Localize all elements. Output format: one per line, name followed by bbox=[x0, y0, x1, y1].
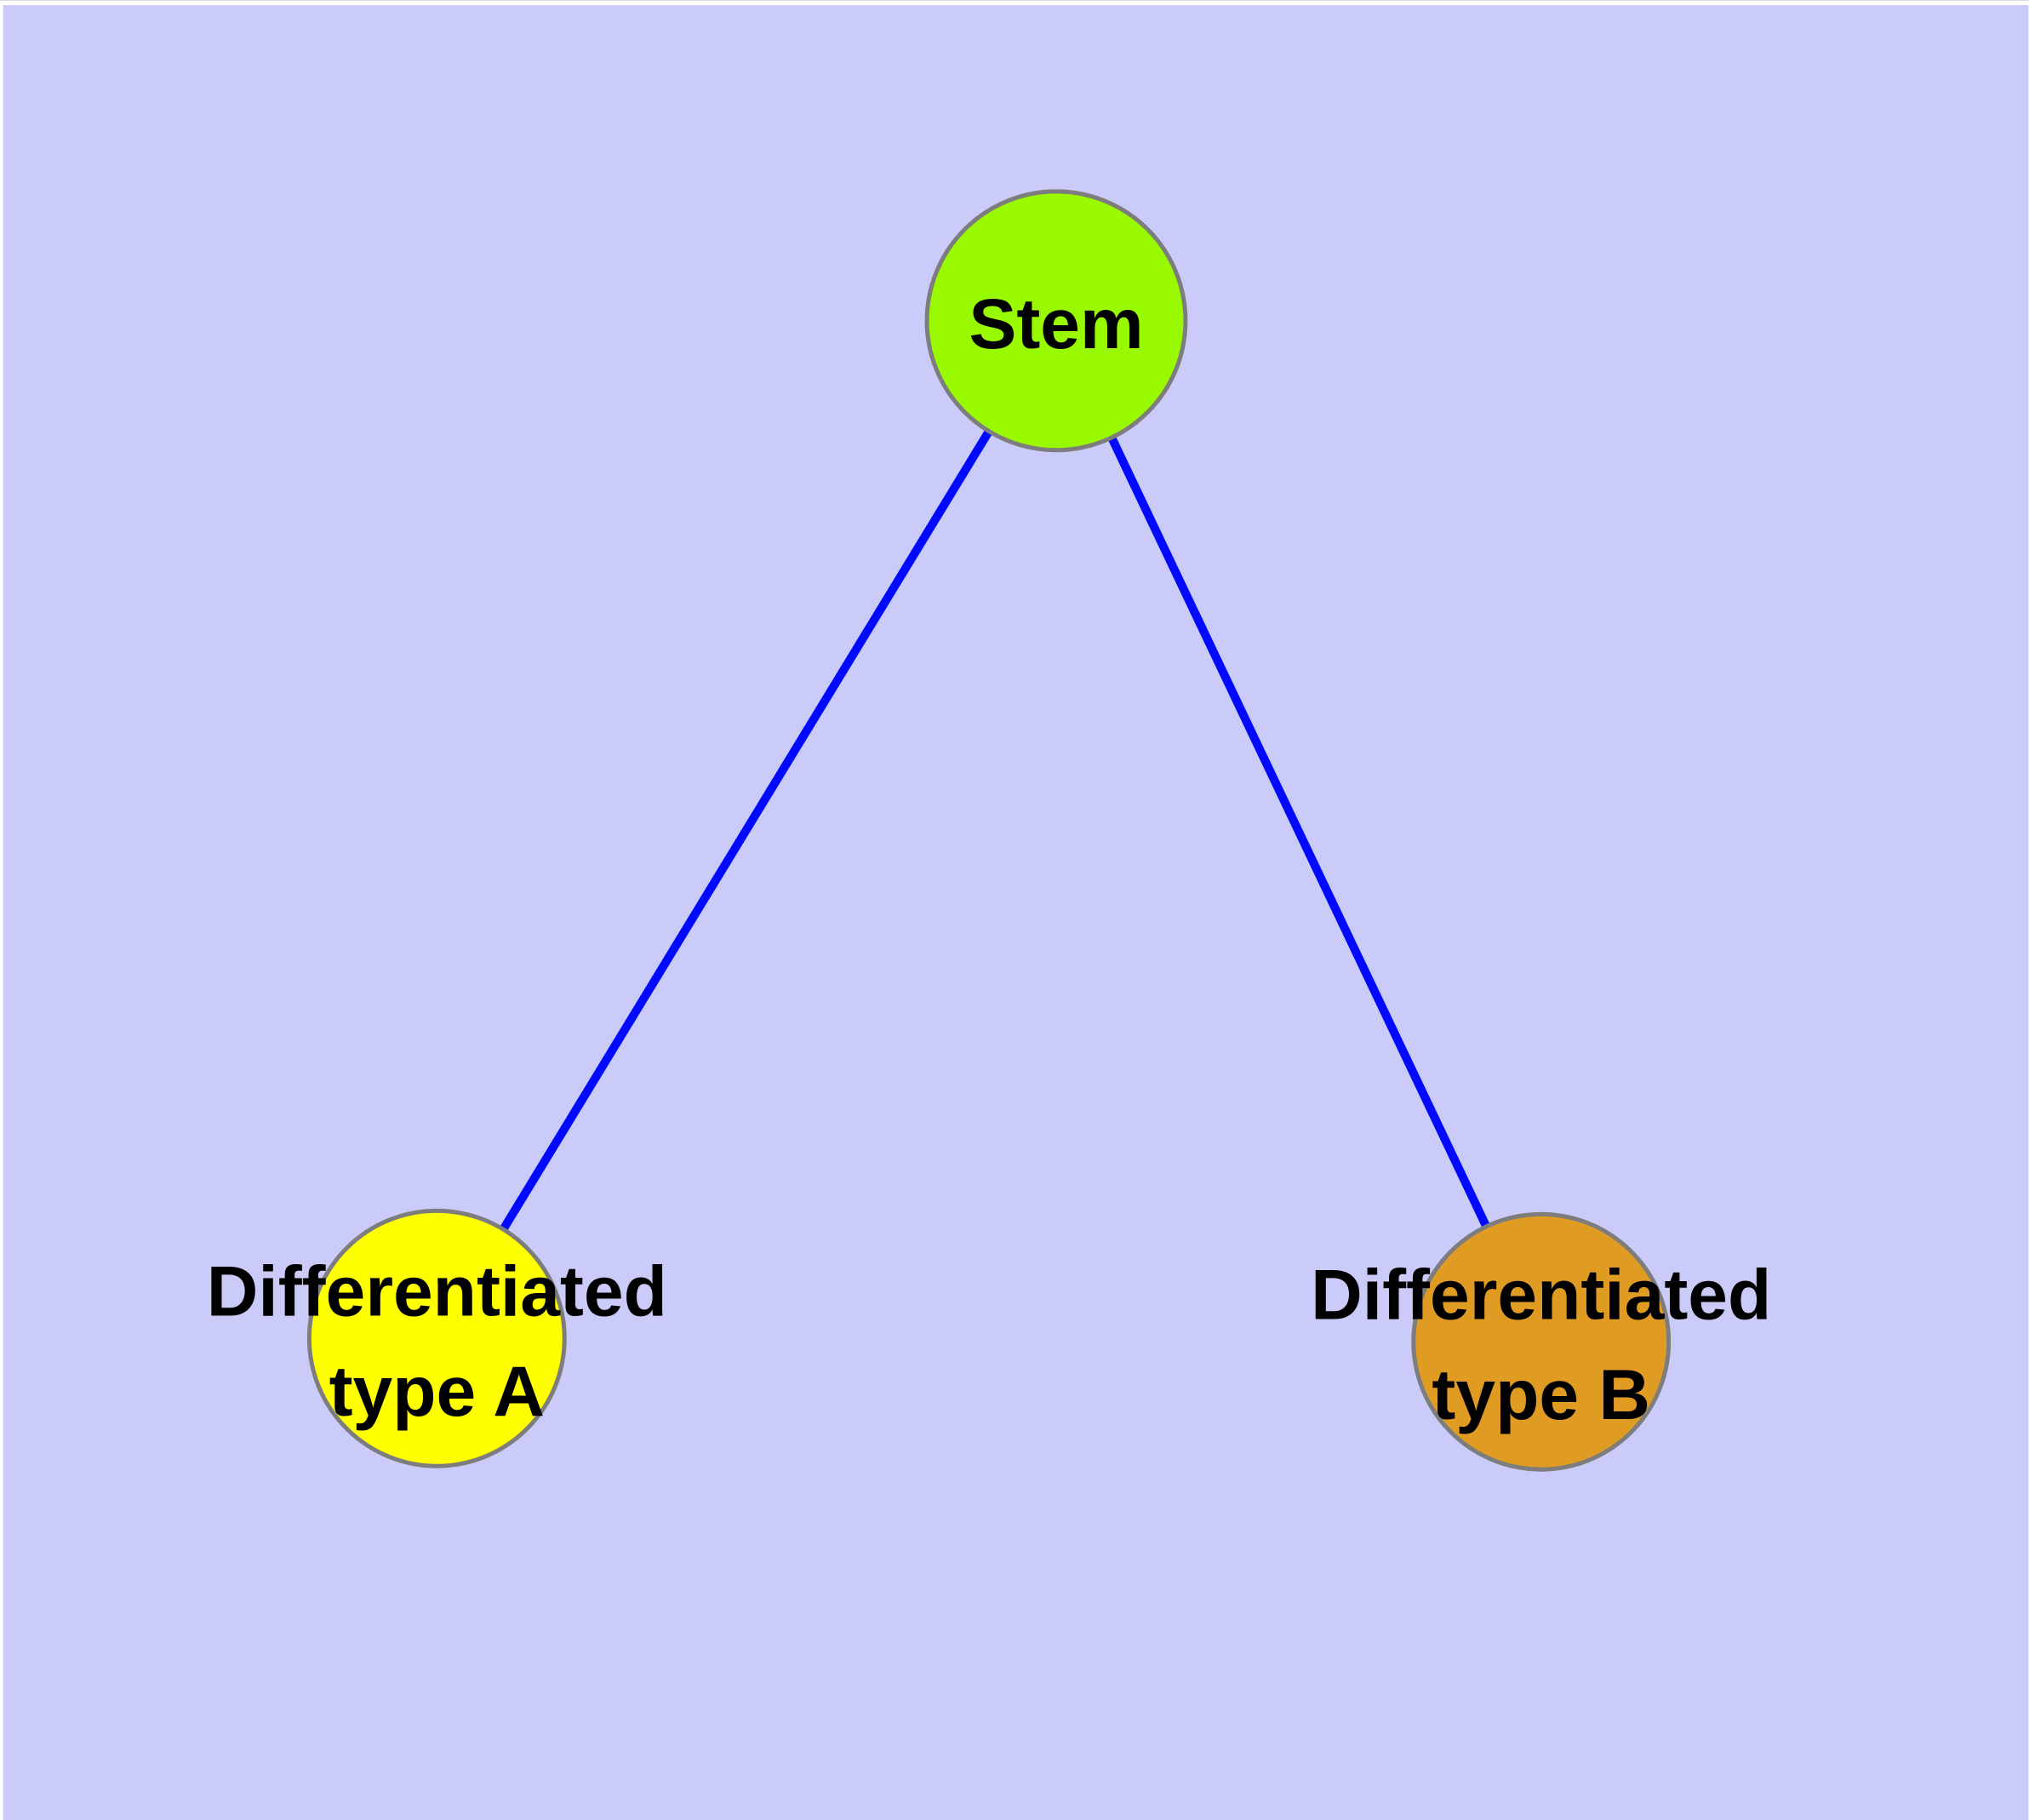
edge-stem-to-diff-b bbox=[1052, 318, 1546, 1344]
node-stem bbox=[924, 189, 1188, 453]
node-diff-b bbox=[1411, 1211, 1672, 1472]
node-label-stem-line-1: Stem bbox=[969, 283, 1143, 363]
edge-stem-to-diff-a bbox=[433, 318, 1060, 1341]
node-label-diff-b-line-1: Differentiated bbox=[1311, 1254, 1771, 1334]
node-diff-a bbox=[306, 1208, 567, 1468]
node-label-diff-b-line-2: type B bbox=[1432, 1354, 1650, 1434]
node-label-diff-a-line-2: type A bbox=[329, 1351, 545, 1431]
node-label-diff-a-line-1: Differentiated bbox=[207, 1251, 667, 1331]
